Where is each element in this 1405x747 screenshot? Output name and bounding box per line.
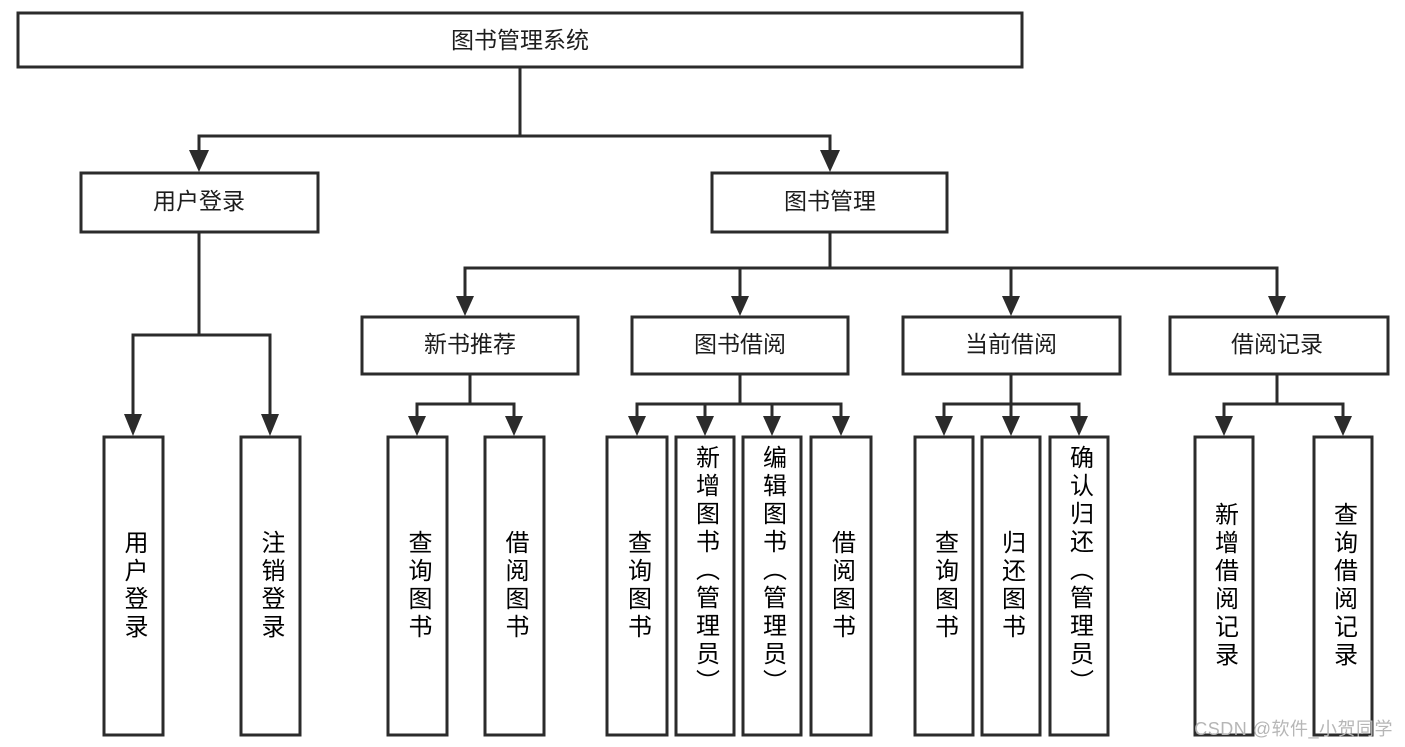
arrow-head-leaf-user-logout <box>261 414 279 436</box>
node-leaf-borrow-book-2-label: 借阅图书 <box>827 530 855 642</box>
arrow-head-book-borrow <box>731 296 749 316</box>
node-leaf-borrow-book-2[interactable]: 借阅图书 <box>809 435 873 737</box>
node-leaf-query-book-3-label: 查询图书 <box>930 530 958 642</box>
node-leaf-add-book-label: 新增图书（管理员） <box>691 445 719 697</box>
node-current-borrow[interactable]: 当前借阅 <box>901 315 1122 376</box>
node-leaf-query-book-2-box[interactable] <box>605 435 669 737</box>
node-leaf-query-book-3[interactable]: 查询图书 <box>913 435 975 737</box>
node-leaf-user-logout[interactable]: 注销登录 <box>239 435 302 737</box>
node-root-box[interactable] <box>16 11 1024 69</box>
node-book-manage[interactable]: 图书管理 <box>710 171 949 234</box>
node-borrow-record-box[interactable] <box>1168 315 1390 376</box>
node-new-book-recommend[interactable]: 新书推荐 <box>360 315 580 376</box>
node-leaf-query-book-2[interactable]: 查询图书 <box>605 435 669 737</box>
arrow-head-leaf-query-book-2 <box>628 416 646 436</box>
node-root-label: 图书管理系统 <box>451 27 589 53</box>
node-leaf-confirm-return-label: 确认归还（管理员） <box>1065 445 1093 697</box>
arrow-head-new-book-recommend <box>456 296 474 316</box>
node-leaf-query-book-2-label: 查询图书 <box>623 530 651 642</box>
node-leaf-add-record-box[interactable] <box>1193 435 1255 737</box>
node-leaf-user-login-box[interactable] <box>102 435 165 737</box>
node-leaf-add-record[interactable]: 新增借阅记录 <box>1193 435 1255 737</box>
arrow-head-current-borrow <box>1002 296 1020 316</box>
node-leaf-borrow-book-2-box[interactable] <box>809 435 873 737</box>
node-borrow-record-label: 借阅记录 <box>1231 331 1323 357</box>
node-leaf-edit-book[interactable]: 编辑图书（管理员） <box>741 435 803 737</box>
arrow-head-user-login <box>189 150 209 172</box>
node-current-borrow-box[interactable] <box>901 315 1122 376</box>
node-leaf-confirm-return-box[interactable] <box>1048 435 1110 737</box>
node-book-borrow-box[interactable] <box>630 315 850 376</box>
node-leaf-add-record-label: 新增借阅记录 <box>1210 502 1238 670</box>
node-new-book-recommend-box[interactable] <box>360 315 580 376</box>
node-book-manage-label: 图书管理 <box>784 188 876 214</box>
node-leaf-user-login-label: 用户登录 <box>120 530 147 642</box>
arrow-head-leaf-add-book <box>696 416 714 436</box>
node-leaf-query-book-1-box[interactable] <box>386 435 449 737</box>
arrow-head-leaf-query-book-1 <box>408 416 426 436</box>
node-leaf-query-record[interactable]: 查询借阅记录 <box>1312 435 1374 737</box>
node-leaf-user-login[interactable]: 用户登录 <box>102 435 165 737</box>
arrow-head-leaf-edit-book <box>763 416 781 436</box>
node-book-borrow-label: 图书借阅 <box>694 331 786 357</box>
node-leaf-borrow-book-1-label: 借阅图书 <box>501 530 528 642</box>
node-leaf-add-book[interactable]: 新增图书（管理员） <box>674 435 736 737</box>
arrow-head-borrow-record <box>1268 296 1286 316</box>
node-book-manage-box[interactable] <box>710 171 949 234</box>
node-book-borrow[interactable]: 图书借阅 <box>630 315 850 376</box>
node-root[interactable]: 图书管理系统 <box>16 11 1024 69</box>
node-current-borrow-label: 当前借阅 <box>965 331 1057 357</box>
node-leaf-return-book-label: 归还图书 <box>997 530 1025 642</box>
node-user-login-label: 用户登录 <box>153 188 245 214</box>
node-leaf-return-book[interactable]: 归还图书 <box>980 435 1042 737</box>
node-user-login-box[interactable] <box>79 171 320 234</box>
arrow-head-book-manage <box>820 150 840 172</box>
node-leaf-query-record-label: 查询借阅记录 <box>1329 502 1357 670</box>
node-leaf-user-logout-box[interactable] <box>239 435 302 737</box>
arrow-head-leaf-user-login <box>124 414 142 436</box>
node-leaf-query-record-box[interactable] <box>1312 435 1374 737</box>
node-leaf-borrow-book-1-box[interactable] <box>483 435 546 737</box>
arrow-head-leaf-confirm-return <box>1070 416 1088 436</box>
arrow-head-leaf-borrow-book-2 <box>832 416 850 436</box>
arrow-head-leaf-add-record <box>1215 416 1233 436</box>
arrow-head-leaf-return-book <box>1002 416 1020 436</box>
node-leaf-return-book-box[interactable] <box>980 435 1042 737</box>
node-new-book-recommend-label: 新书推荐 <box>424 331 516 357</box>
node-leaf-query-book-1-label: 查询图书 <box>404 530 431 642</box>
node-leaf-edit-book-box[interactable] <box>741 435 803 737</box>
node-user-login[interactable]: 用户登录 <box>79 171 320 234</box>
arrow-head-leaf-borrow-book-1 <box>505 416 523 436</box>
node-leaf-query-book-1[interactable]: 查询图书 <box>386 435 449 737</box>
node-leaf-add-book-box[interactable] <box>674 435 736 737</box>
arrow-head-leaf-query-record <box>1334 416 1352 436</box>
node-borrow-record[interactable]: 借阅记录 <box>1168 315 1390 376</box>
connector-layer <box>124 65 1352 436</box>
arrow-head-leaf-query-book-3 <box>935 416 953 436</box>
node-leaf-borrow-book-1[interactable]: 借阅图书 <box>483 435 546 737</box>
node-leaf-user-logout-label: 注销登录 <box>257 530 284 642</box>
node-leaf-edit-book-label: 编辑图书（管理员） <box>758 445 786 697</box>
node-leaf-confirm-return[interactable]: 确认归还（管理员） <box>1048 435 1110 737</box>
node-leaf-query-book-3-box[interactable] <box>913 435 975 737</box>
